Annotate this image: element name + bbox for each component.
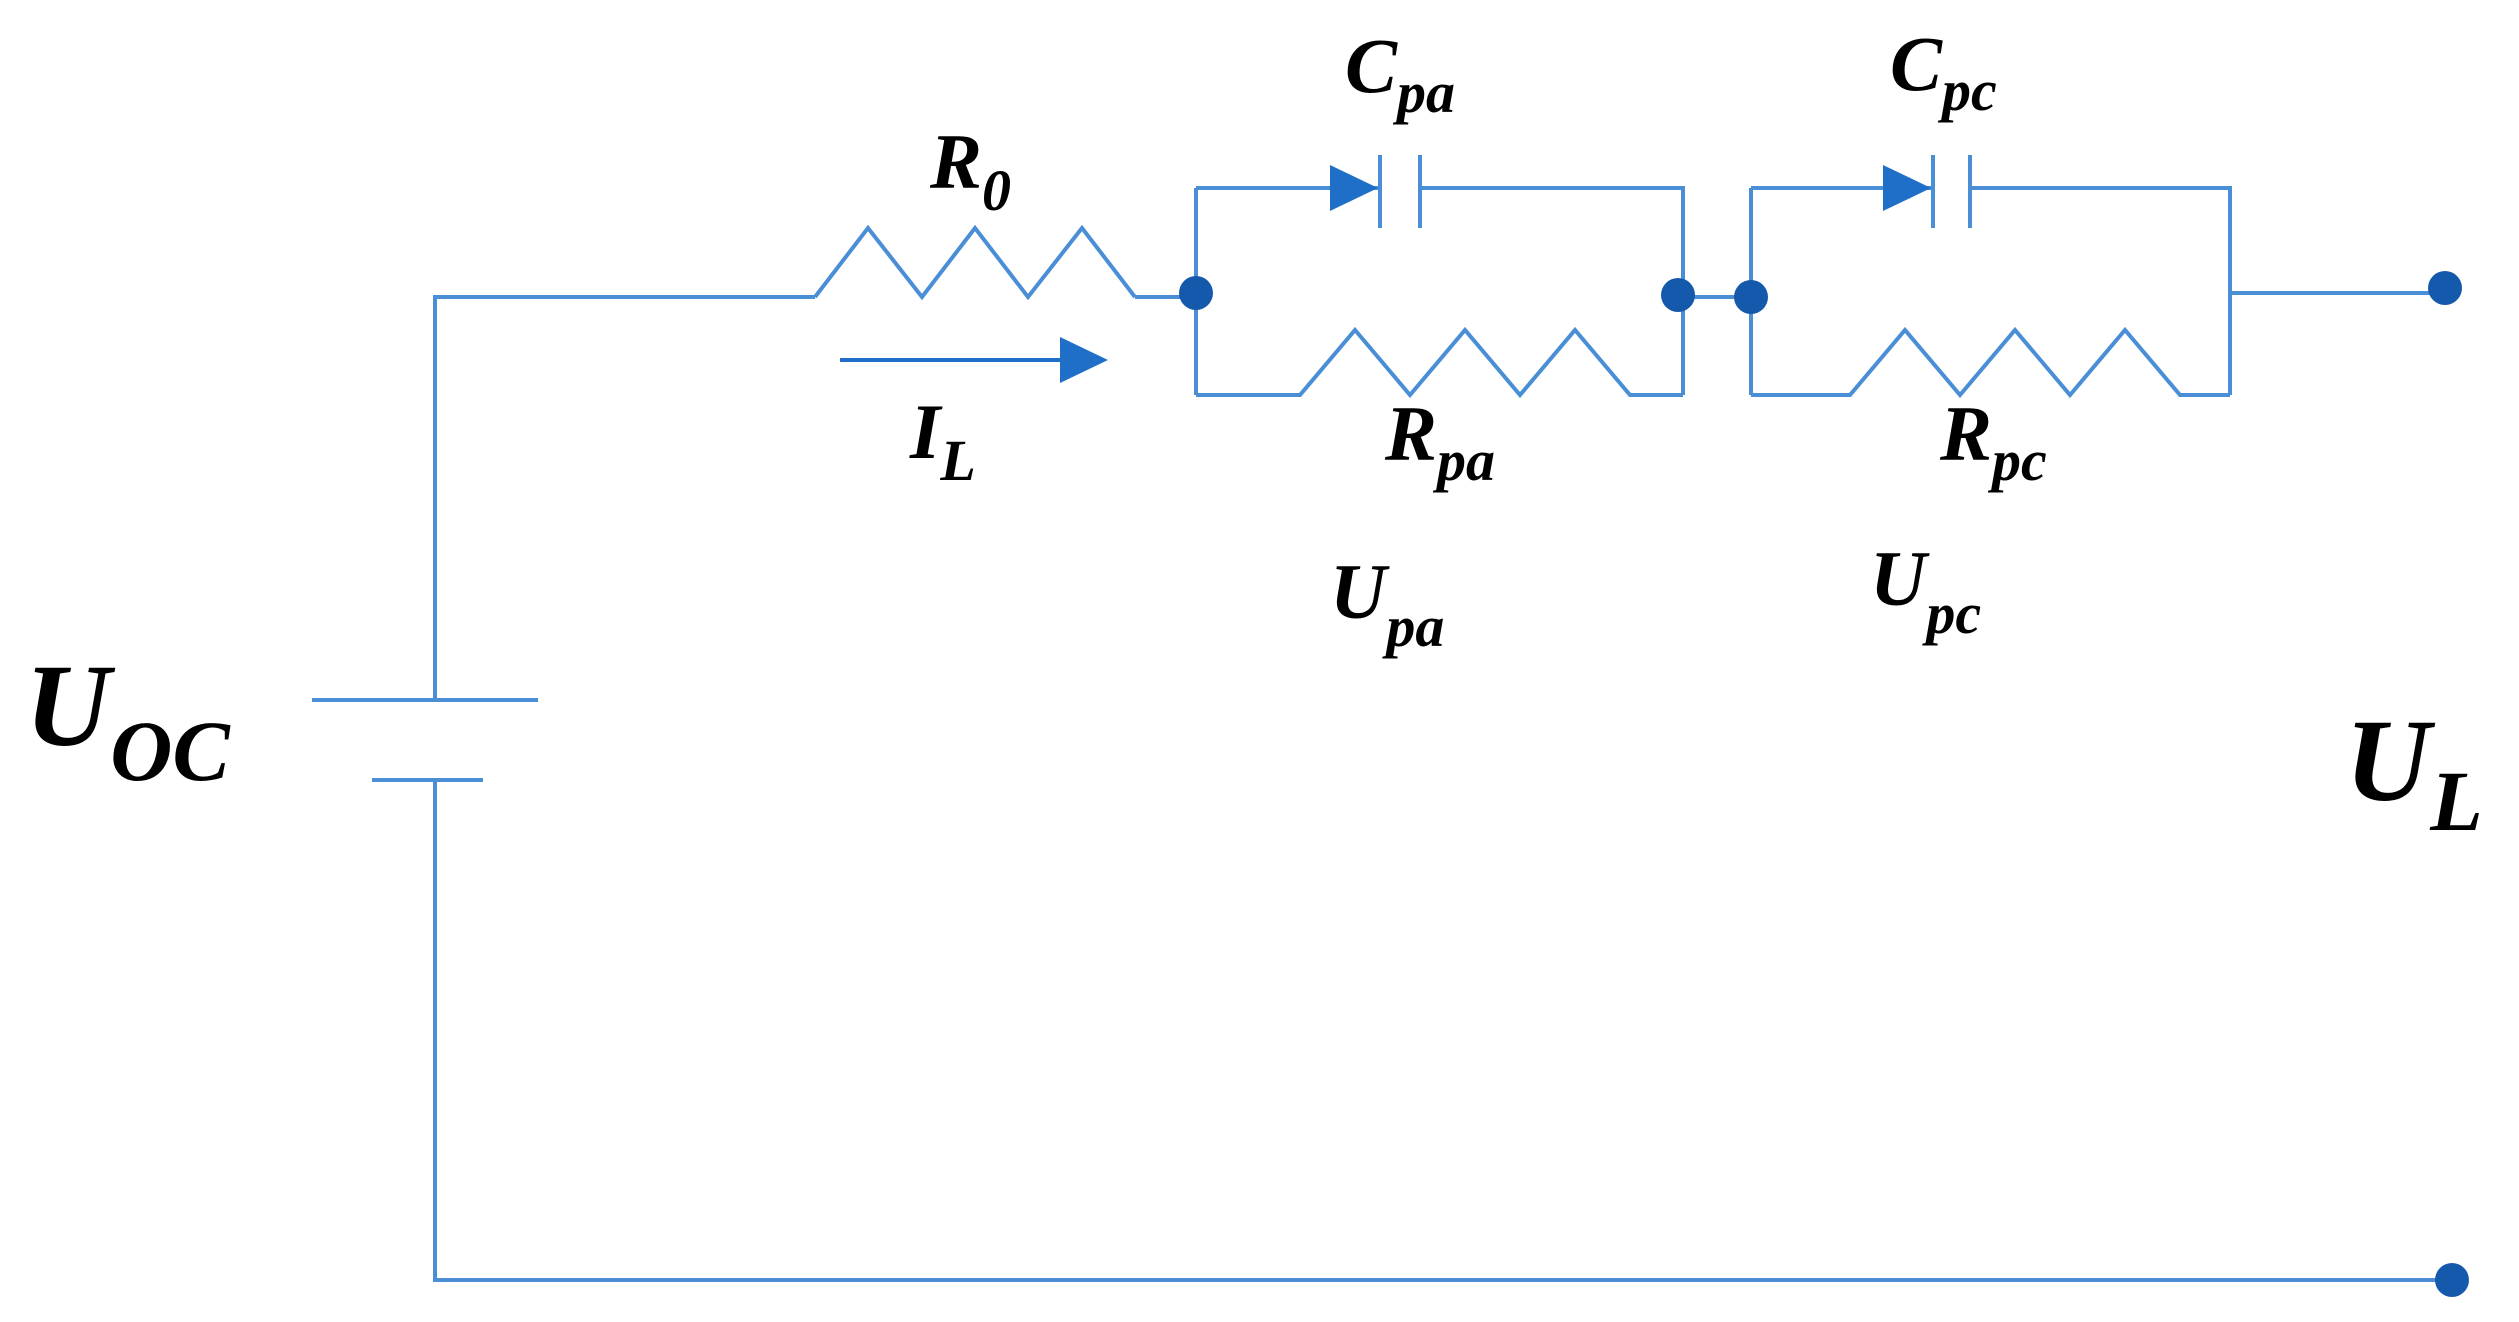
- label-source-main: U: [25, 640, 116, 771]
- rpc-resistor: [1751, 326, 2230, 399]
- label-upa: Upa: [1330, 548, 1444, 659]
- label-rpa: Rpa: [1384, 390, 1495, 493]
- arrows: [840, 165, 1931, 383]
- nodes: [1179, 271, 2469, 1297]
- label-upa-sub: pa: [1381, 594, 1444, 659]
- node-after-r0: [1179, 276, 1213, 310]
- label-cpc-main: C: [1890, 20, 1943, 107]
- node-after-branch-a: [1661, 278, 1695, 312]
- label-upc-sub: pc: [1921, 581, 1981, 646]
- label-upc-main: U: [1870, 535, 1930, 622]
- label-cpa-main: C: [1345, 22, 1398, 109]
- label-upa-main: U: [1330, 548, 1390, 635]
- output-terminal-top: [2428, 271, 2462, 305]
- label-cpc-sub: pc: [1937, 58, 1997, 123]
- cpc-top-wire-right: [1970, 186, 2232, 395]
- cpa-top-wire-right: [1420, 186, 1685, 395]
- battery-symbol: [312, 698, 538, 782]
- label-rpc: Rpc: [1939, 390, 2047, 493]
- label-cpa: Cpa: [1345, 22, 1455, 125]
- label-rpc-sub: pc: [1987, 428, 2047, 493]
- label-cpa-sub: pa: [1392, 60, 1455, 125]
- label-r0: R0: [929, 118, 1011, 223]
- r0-resistor: [813, 224, 1137, 301]
- label-current: IL: [909, 388, 976, 493]
- label-output-voltage: UL: [2345, 695, 2483, 849]
- output-terminal-bottom: [2435, 1263, 2469, 1297]
- cpa-arrow-head: [1330, 165, 1378, 211]
- wiring: [433, 186, 2450, 1282]
- label-source-sub: OC: [110, 703, 231, 799]
- bottom-return-wire: [433, 780, 2450, 1282]
- label-current-sub: L: [939, 428, 975, 493]
- capacitor-plates: [1378, 155, 1972, 228]
- label-rpc-main: R: [1939, 390, 1992, 477]
- label-upc: Upc: [1870, 535, 1981, 646]
- source-top-wire: [433, 295, 815, 700]
- label-rpa-sub: pa: [1432, 428, 1495, 493]
- label-output-main: U: [2345, 695, 2436, 826]
- label-cpc: Cpc: [1890, 20, 1997, 123]
- label-rpa-main: R: [1384, 390, 1437, 477]
- current-arrow-head: [1060, 337, 1108, 383]
- label-source-voltage: UOC: [25, 640, 231, 799]
- label-r0-sub: 0: [982, 158, 1011, 223]
- label-current-main: I: [909, 388, 943, 475]
- labels: UOC UL R0 IL Cpa Rpa Upa Cpc Rpc Upc: [25, 20, 2483, 849]
- label-output-sub: L: [2429, 753, 2483, 849]
- label-r0-main: R: [929, 118, 982, 205]
- node-before-branch-c: [1734, 280, 1768, 314]
- rpa-resistor: [1196, 326, 1683, 399]
- cpc-arrow-head: [1883, 165, 1931, 211]
